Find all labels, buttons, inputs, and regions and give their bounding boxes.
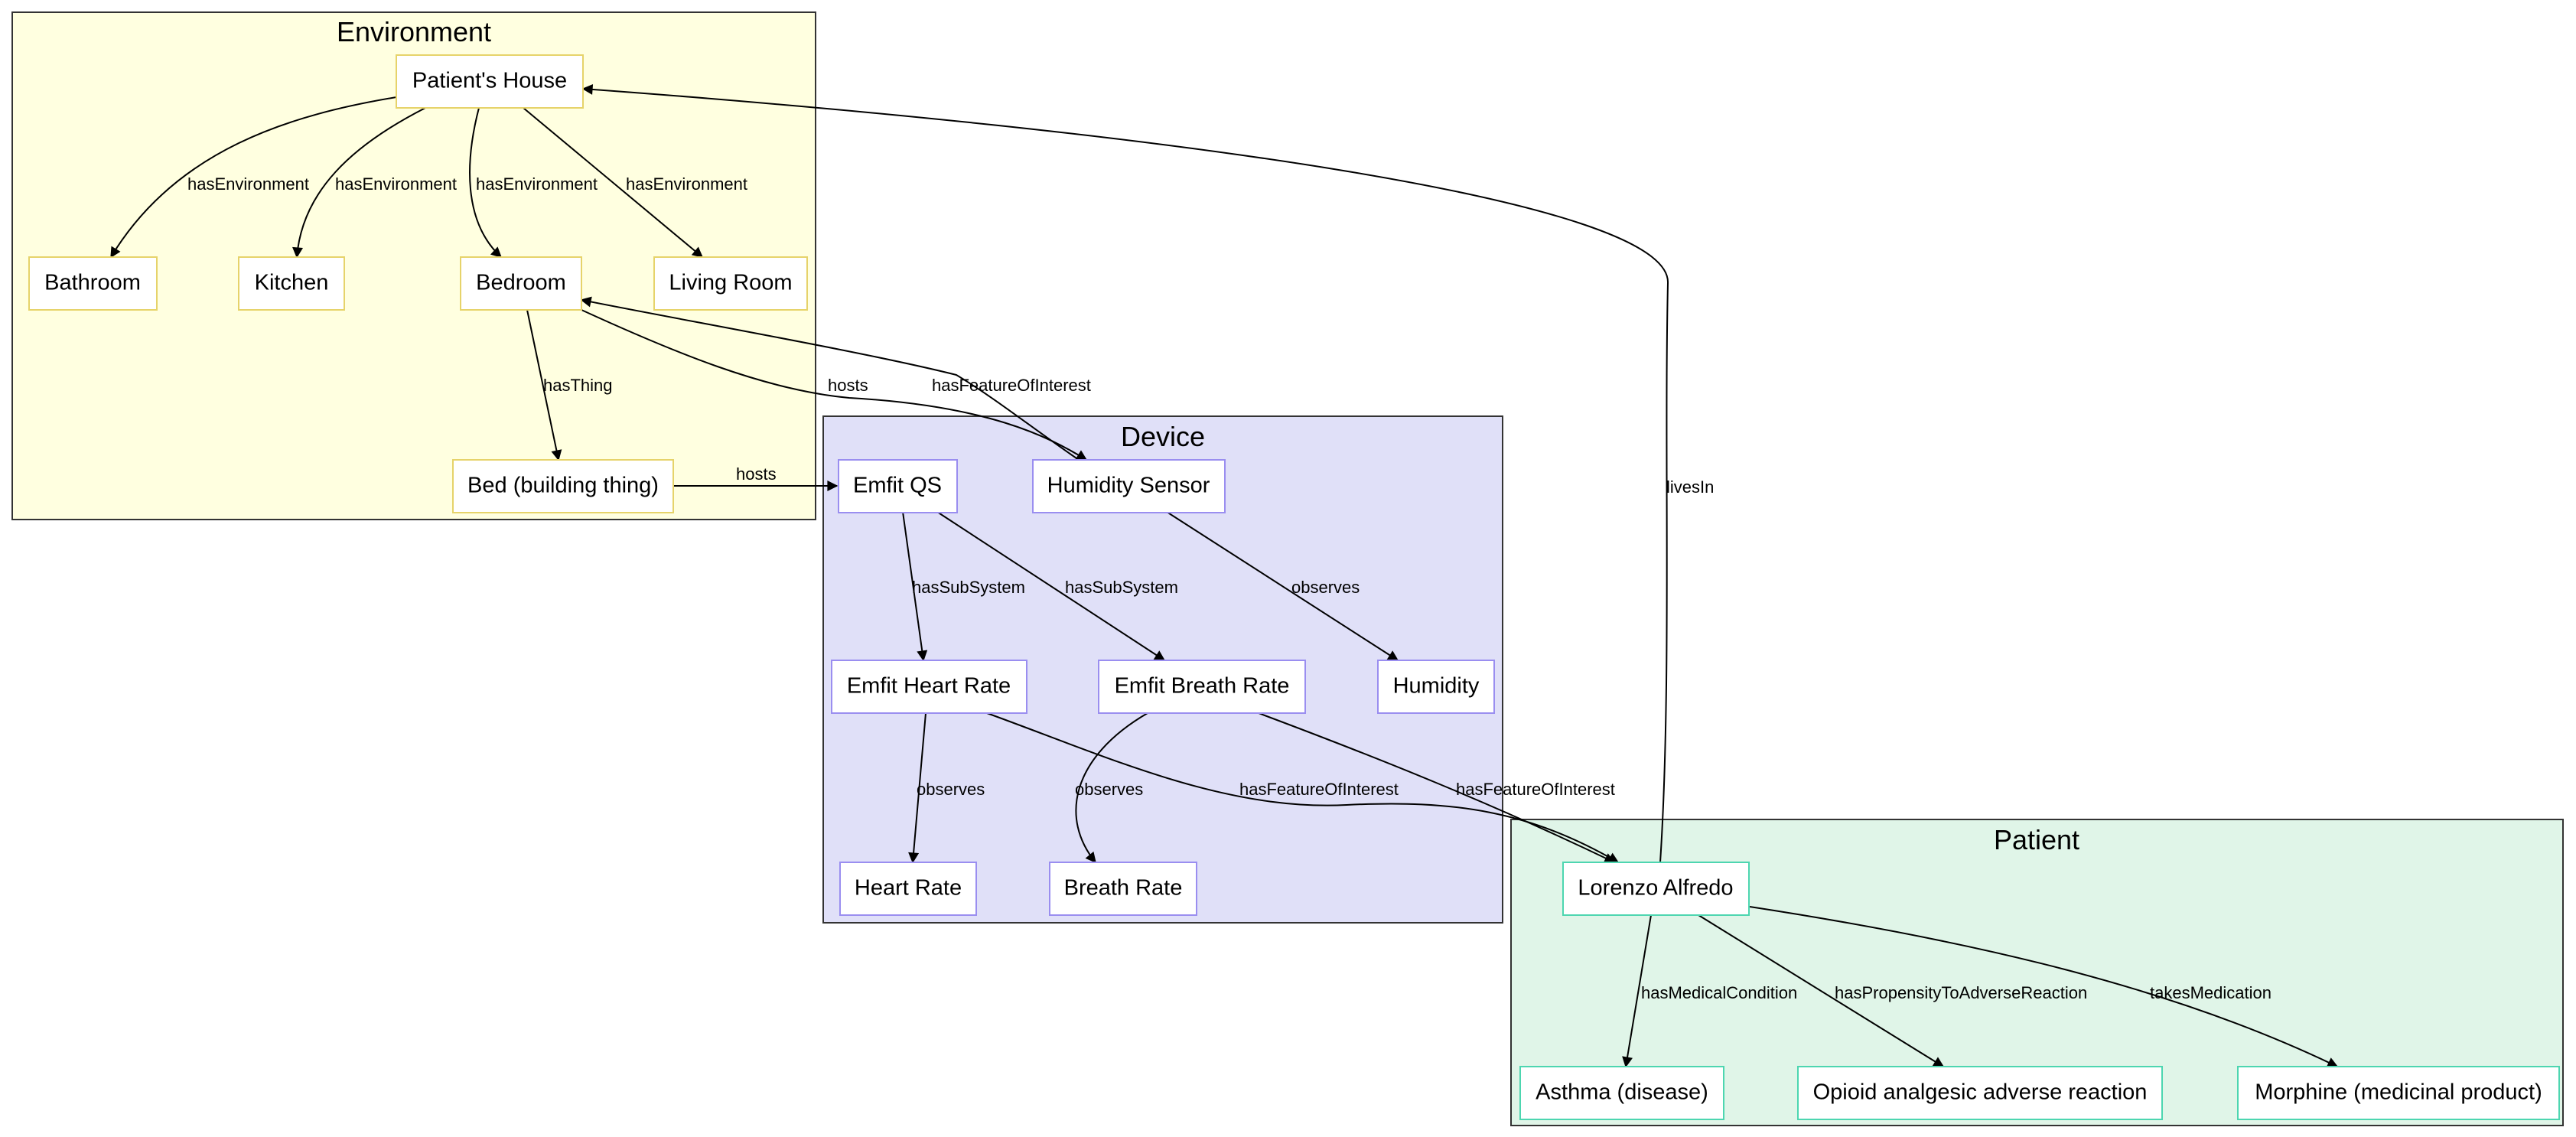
label-house-livingroom: hasEnvironment xyxy=(626,174,747,194)
label-emfitbreathrate-lorenzo: hasFeatureOfInterest xyxy=(1456,780,1615,799)
node-label: Breath Rate xyxy=(1064,876,1183,901)
environment-cluster-title: Environment xyxy=(337,16,491,47)
node-breath-rate: Breath Rate xyxy=(1049,862,1197,916)
node-label: Opioid analgesic adverse reaction xyxy=(1813,1080,2148,1105)
edge-emfitbreathrate-breathrate xyxy=(1075,712,1148,864)
node-emfit-breath-rate: Emfit Breath Rate xyxy=(1098,660,1306,714)
node-label: Living Room xyxy=(669,271,792,295)
label-lorenzo-house: livesIn xyxy=(1666,477,1714,497)
label-lorenzo-morphine: takesMedication xyxy=(2150,983,2272,1002)
label-lorenzo-opioid: hasPropensityToAdverseReaction xyxy=(1835,983,2087,1002)
label-house-bedroom: hasEnvironment xyxy=(476,174,598,194)
label-emfitbreathrate-breathrate: observes xyxy=(1075,780,1143,799)
node-label: Asthma (disease) xyxy=(1536,1080,1708,1105)
label-emfitheartrate-heartrate: observes xyxy=(917,780,985,799)
edge-house-bathroom xyxy=(110,96,397,259)
node-label: Morphine (medicinal product) xyxy=(2255,1080,2542,1105)
edge-house-bedroom xyxy=(469,107,503,258)
label-house-kitchen: hasEnvironment xyxy=(335,174,457,194)
node-bathroom: Bathroom xyxy=(28,256,158,311)
edge-lorenzo-opioid xyxy=(1698,914,1945,1067)
edges xyxy=(110,83,2339,1068)
node-emfit-heart-rate: Emfit Heart Rate xyxy=(831,660,1027,714)
node-label: Bed (building thing) xyxy=(467,474,659,498)
label-lorenzo-asthma: hasMedicalCondition xyxy=(1641,983,1797,1002)
nodes: Patient's House Bathroom Kitchen Bedroom… xyxy=(28,54,2560,1120)
label-humiditysensor-bedroom: hasFeatureOfInterest xyxy=(932,376,1091,395)
device-cluster-title: Device xyxy=(1121,421,1205,452)
label-humiditysensor-humidity: observes xyxy=(1291,578,1360,597)
node-label: Emfit Breath Rate xyxy=(1115,674,1290,699)
node-kitchen: Kitchen xyxy=(238,256,345,311)
label-emfitqs-breathrate: hasSubSystem xyxy=(1065,578,1178,597)
label-bed-emfitqs: hosts xyxy=(736,464,777,484)
node-label: Bathroom xyxy=(44,271,141,295)
edge-house-livingroom xyxy=(523,107,704,258)
node-living-room: Living Room xyxy=(653,256,808,311)
node-label: Humidity Sensor xyxy=(1047,474,1210,498)
node-heart-rate: Heart Rate xyxy=(839,862,977,916)
edge-labels: hasEnvironment hasEnvironment hasEnviron… xyxy=(187,174,2272,1002)
node-asthma: Asthma (disease) xyxy=(1519,1066,1724,1120)
edge-bedroom-humiditysensor-hosts xyxy=(581,309,1088,461)
label-bedroom-humiditysensor: hosts xyxy=(828,376,868,395)
edge-humiditysensor-humidity xyxy=(1166,511,1399,661)
node-label: Lorenzo Alfredo xyxy=(1578,876,1733,901)
node-lorenzo-alfredo: Lorenzo Alfredo xyxy=(1562,862,1750,916)
edge-emfitqs-heartrate-subsystem xyxy=(902,511,928,662)
edge-emfitbreathrate-lorenzo-foi xyxy=(1258,712,1616,863)
edge-emfitqs-breathrate-subsystem xyxy=(936,511,1166,661)
node-bedroom: Bedroom xyxy=(460,256,582,311)
node-opioid-reaction: Opioid analgesic adverse reaction xyxy=(1797,1066,2163,1120)
edge-bedroom-bed xyxy=(526,309,562,461)
label-house-bathroom: hasEnvironment xyxy=(187,174,309,194)
node-label: Kitchen xyxy=(255,271,329,295)
node-morphine: Morphine (medicinal product) xyxy=(2237,1066,2560,1120)
patient-cluster-title: Patient xyxy=(1994,824,2079,855)
node-label: Emfit Heart Rate xyxy=(847,674,1011,699)
node-label: Bedroom xyxy=(476,271,566,295)
node-label: Emfit QS xyxy=(853,474,942,498)
node-label: Patient's House xyxy=(412,69,567,93)
label-emfitheartrate-lorenzo: hasFeatureOfInterest xyxy=(1239,780,1399,799)
edge-house-kitchen xyxy=(292,107,426,259)
edge-lorenzo-asthma xyxy=(1622,914,1652,1068)
node-humidity-sensor: Humidity Sensor xyxy=(1032,459,1226,513)
edge-lorenzo-morphine xyxy=(1749,906,2339,1067)
edge-humiditysensor-bedroom-foi xyxy=(580,296,1080,461)
node-label: Humidity xyxy=(1393,674,1480,699)
node-emfit-qs: Emfit QS xyxy=(838,459,958,513)
label-emfitqs-heartrate: hasSubSystem xyxy=(912,578,1025,597)
node-patients-house: Patient's House xyxy=(396,54,584,109)
node-humidity: Humidity xyxy=(1377,660,1495,714)
edge-emfitheartrate-heartrate xyxy=(908,712,927,864)
node-label: Heart Rate xyxy=(855,876,962,901)
label-bedroom-bed: hasThing xyxy=(543,376,613,395)
node-bed: Bed (building thing) xyxy=(452,459,674,513)
edge-lorenzo-house-livesin xyxy=(581,83,1669,863)
